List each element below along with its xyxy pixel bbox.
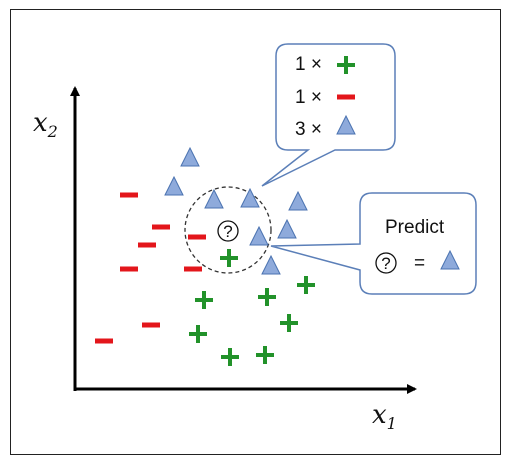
- triangle-point: [164, 175, 184, 196]
- plus-point: [297, 276, 315, 294]
- predict-title: Predict: [385, 217, 445, 238]
- minus-point: [138, 242, 156, 248]
- minus-point: [120, 266, 138, 272]
- count-row-triangle-symbol: [336, 114, 356, 135]
- minus-point: [188, 234, 206, 240]
- plus-point: [280, 314, 298, 332]
- minus-point: [95, 338, 113, 344]
- triangle-point: [288, 190, 308, 211]
- triangle-point: [277, 218, 297, 239]
- minus-point: [184, 266, 202, 272]
- predict-result-symbol: [440, 249, 460, 270]
- plus-point: [221, 348, 239, 366]
- triangle-point: [240, 187, 260, 208]
- plus-point: [258, 288, 276, 306]
- count-callout: [261, 43, 396, 187]
- minus-point: [142, 322, 160, 328]
- count-row-minus-label: 1 ×: [295, 87, 322, 108]
- x-axis-label: x1: [372, 400, 397, 433]
- minus-point: [152, 224, 170, 230]
- count-row-plus-symbol: [337, 56, 355, 74]
- neighborhood-circle: [184, 186, 272, 274]
- count-row-triangle-label: 3 ×: [295, 119, 322, 140]
- predict-query-symbol-circle: [375, 252, 397, 274]
- predict-callout: [270, 192, 477, 295]
- query-point: [217, 220, 239, 242]
- plus-point: [189, 325, 207, 343]
- plus-point: [195, 291, 213, 309]
- triangle-point: [249, 225, 269, 246]
- minus-point: [120, 192, 138, 198]
- query-point-symbol: ?: [223, 222, 232, 241]
- count-row-minus-symbol: [337, 94, 355, 100]
- triangle-point: [204, 188, 224, 209]
- triangle-point: [180, 146, 200, 167]
- plus-point: [256, 346, 274, 364]
- predict-query-symbol: ?: [381, 254, 390, 273]
- plus-point: [220, 249, 238, 267]
- y-axis-label: x2: [33, 108, 58, 141]
- count-row-plus-label: 1 ×: [295, 54, 322, 75]
- triangle-point: [261, 254, 281, 275]
- predict-equals: =: [414, 253, 425, 274]
